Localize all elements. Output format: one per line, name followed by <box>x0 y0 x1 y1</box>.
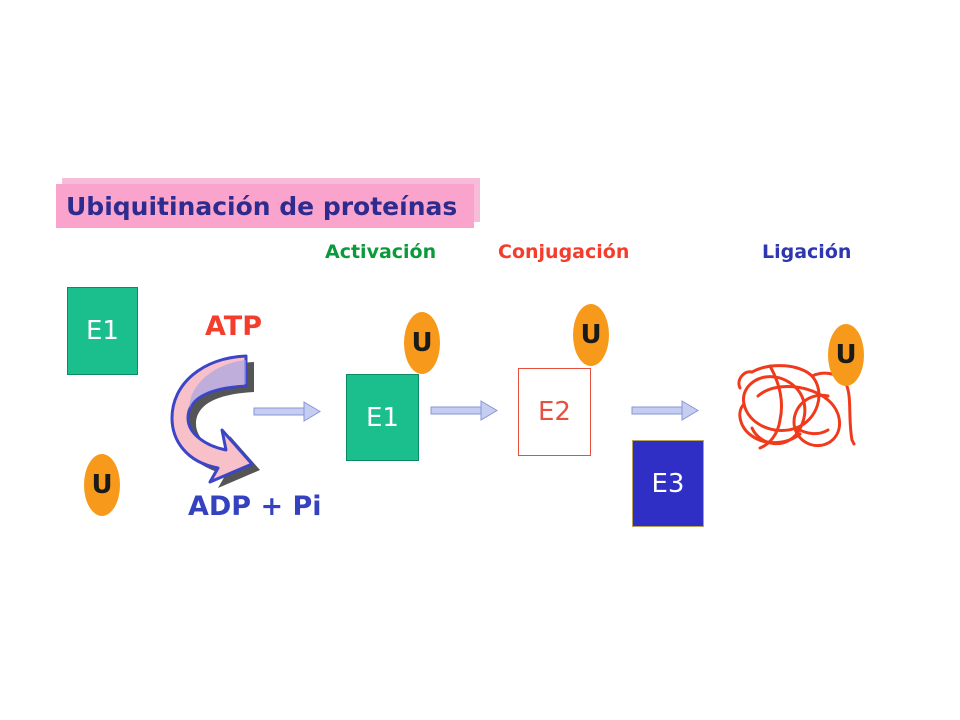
e3-enzyme: E3 <box>632 440 704 527</box>
right-arrow-icon <box>631 400 699 421</box>
ubiquitin-on-e2: U <box>573 304 609 366</box>
ubiquitin-label: U <box>835 340 857 370</box>
stage-activation-label: Activación <box>325 241 437 263</box>
stage-ligation-label: Ligación <box>762 241 852 263</box>
right-arrow-icon <box>253 401 321 422</box>
ubiquitin-label: U <box>91 470 113 500</box>
ubiquitin-free: U <box>84 454 120 516</box>
e2-enzyme: E2 <box>518 368 591 456</box>
e1-label: E1 <box>366 402 399 433</box>
atp-label: ATP <box>205 311 263 342</box>
ubiquitin-on-protein: U <box>828 324 864 386</box>
ubiquitin-label: U <box>580 320 602 350</box>
adp-pi-label: ADP + Pi <box>188 491 322 522</box>
e1-enzyme-bound: E1 <box>346 374 419 461</box>
curved-arrow-icon <box>170 354 260 488</box>
e3-label: E3 <box>651 468 685 499</box>
stage-conjugation-label: Conjugación <box>498 241 630 263</box>
diagram-title: Ubiquitinación de proteínas <box>56 184 474 228</box>
ubiquitin-on-e1: U <box>404 312 440 374</box>
e1-enzyme-free: E1 <box>67 287 138 375</box>
ubiquitin-label: U <box>411 328 433 358</box>
diagram-title-text: Ubiquitinación de proteínas <box>66 191 458 221</box>
right-arrow-icon <box>430 400 498 421</box>
e2-label: E2 <box>538 397 571 427</box>
e1-label: E1 <box>86 316 119 346</box>
